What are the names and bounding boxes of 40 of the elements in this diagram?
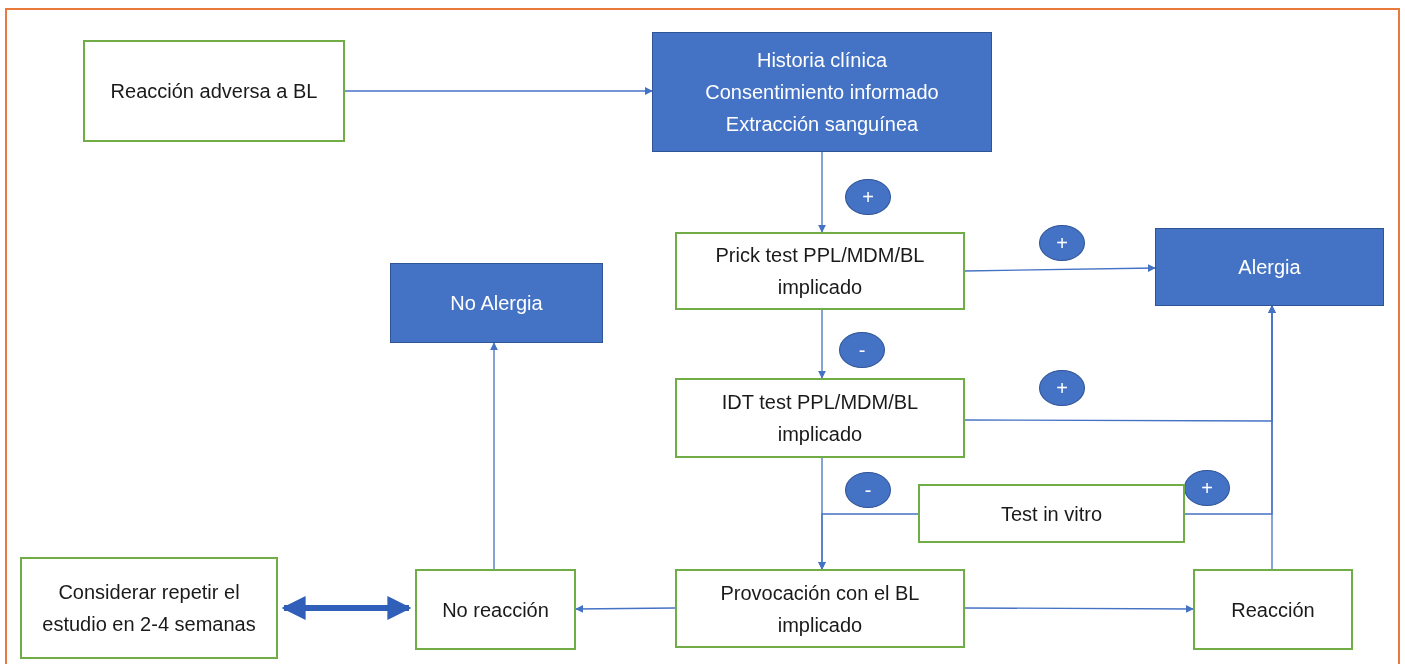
node-text: No Alergia <box>450 291 543 316</box>
result-box <box>1155 228 1384 306</box>
process-box <box>675 378 965 458</box>
process-box <box>20 557 278 659</box>
arrow <box>1268 305 1276 570</box>
arrow <box>818 513 919 570</box>
node-text: Alergia <box>1238 255 1301 280</box>
edge-label: - <box>839 332 885 368</box>
arrow <box>344 87 653 95</box>
process-box <box>675 232 965 310</box>
node-text: Reacción adversa a BL <box>110 79 318 104</box>
process-box <box>415 569 576 650</box>
node-text: IDT test PPL/MDM/BL implicado <box>720 390 920 447</box>
node-text: Extracción sanguínea <box>725 112 919 137</box>
arrow <box>490 342 498 570</box>
edge-label: + <box>845 179 891 215</box>
arrow <box>818 151 826 233</box>
process-box <box>918 484 1185 543</box>
process-box <box>1193 569 1353 650</box>
arrow <box>818 309 826 379</box>
node-text: Historia clínica <box>756 48 887 73</box>
result-box <box>652 32 992 152</box>
node-text: Prick test PPL/MDM/BL implicado <box>714 243 926 300</box>
node-text: Considerar repetir el estudio en 2-4 semanas <box>41 580 257 637</box>
node-text: No reacción <box>442 597 549 623</box>
process-box <box>83 40 345 142</box>
edge-label: + <box>1039 370 1085 406</box>
arrow <box>964 604 1194 613</box>
edge-label: + <box>1039 225 1085 261</box>
arrow <box>964 264 1156 273</box>
node-text: Test in vitro <box>1000 501 1103 527</box>
node-text: Reacción <box>1231 597 1315 623</box>
edge-label: - <box>845 472 891 508</box>
double-arrow <box>281 596 412 620</box>
result-box <box>390 263 603 343</box>
arrow <box>575 604 676 613</box>
process-box <box>675 569 965 648</box>
edge-label: + <box>1184 470 1230 506</box>
node-text: Consentimiento informado <box>705 80 939 105</box>
node-text: Provocación con el BL implicado <box>719 580 921 638</box>
